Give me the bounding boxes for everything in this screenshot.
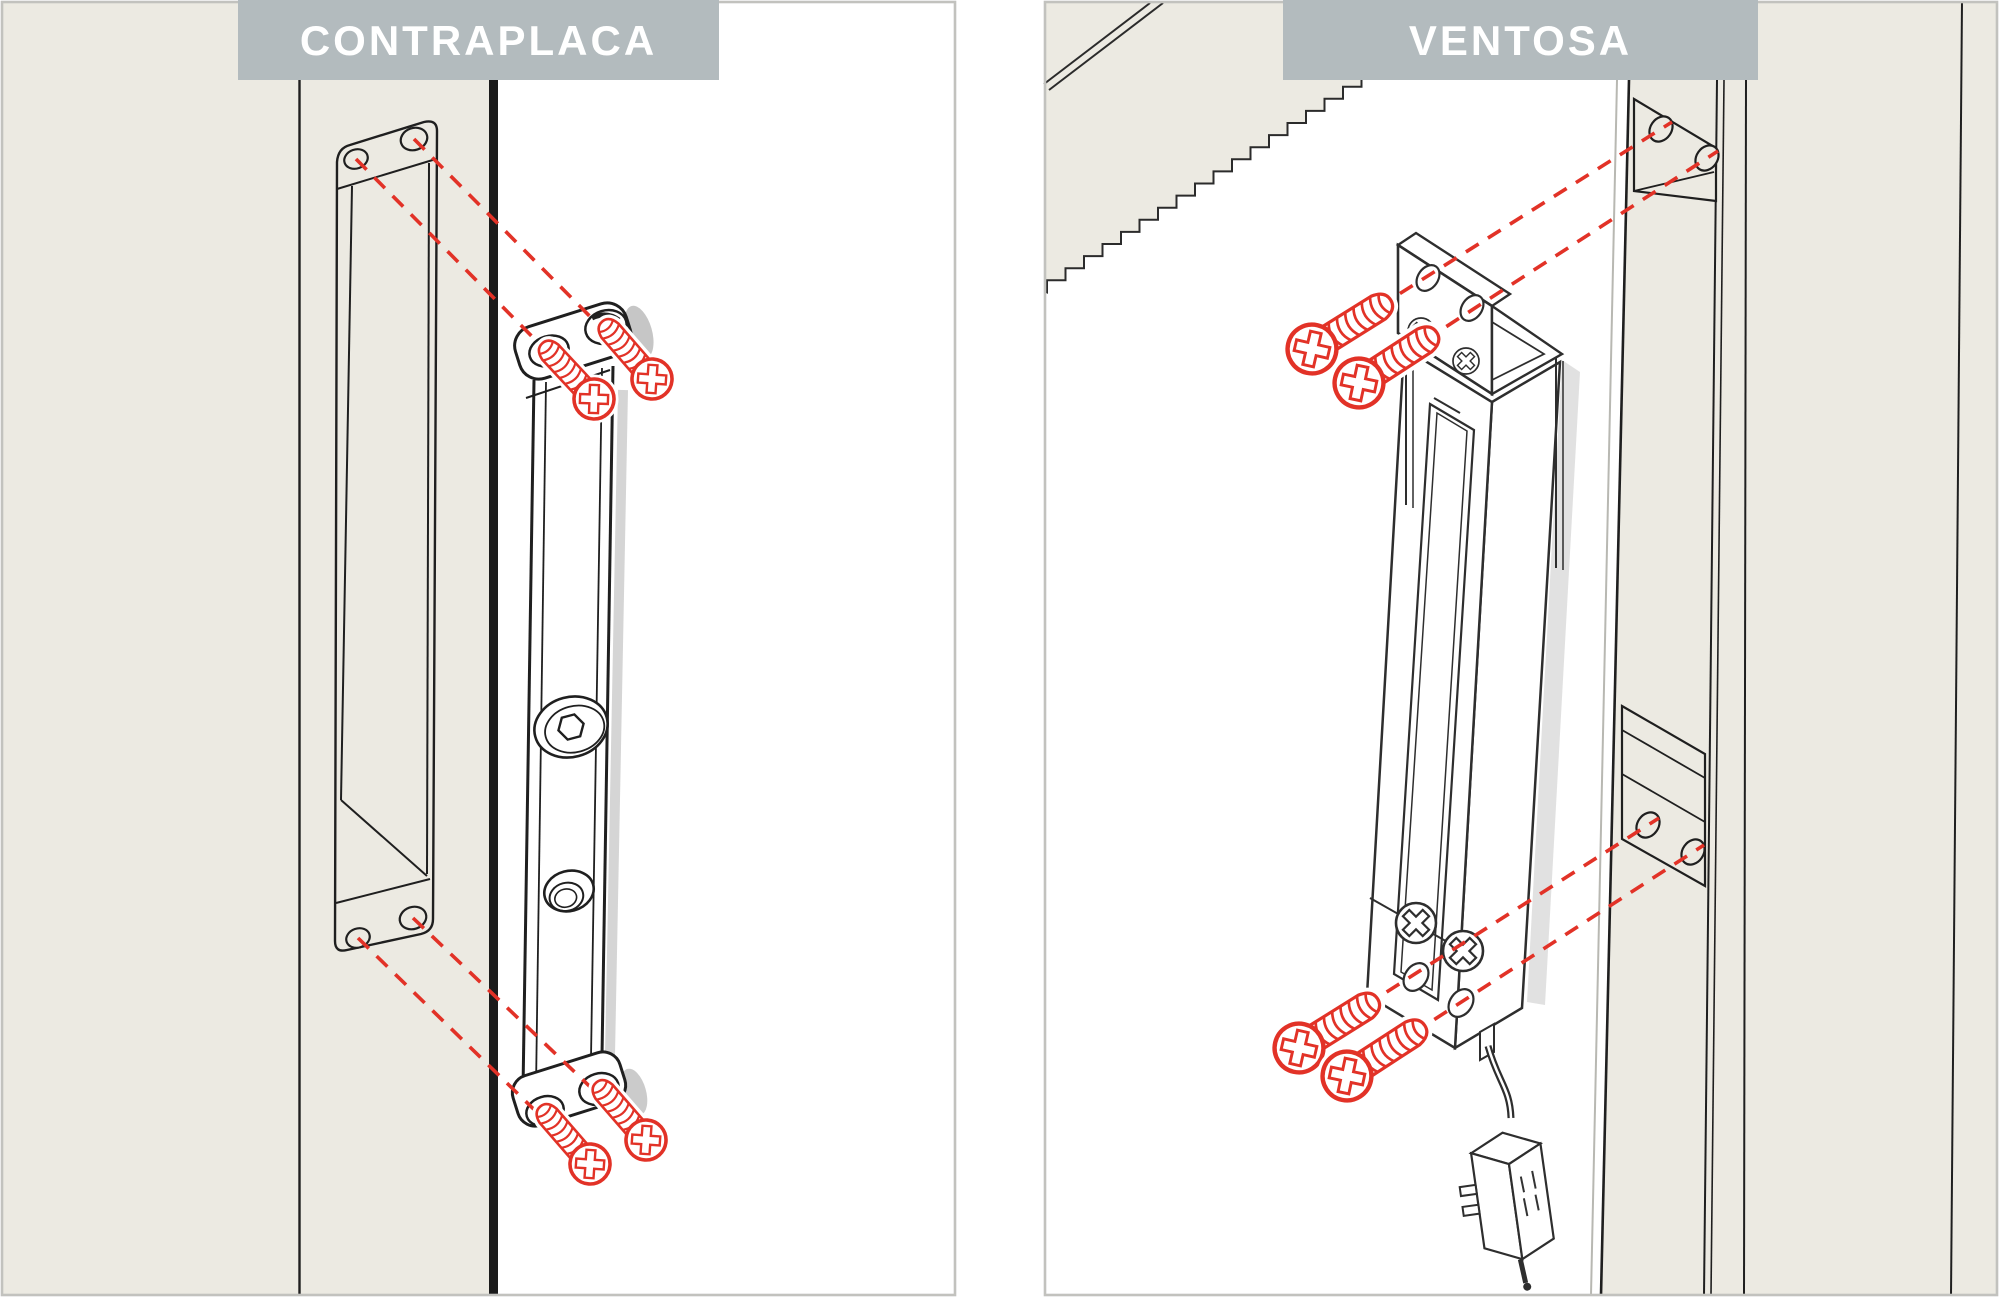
frame-reveal-line xyxy=(1710,79,1725,1296)
frame-recess-top xyxy=(1632,97,1720,203)
connector-pin xyxy=(1461,1203,1481,1218)
magnet-slot xyxy=(1392,402,1476,1002)
phillips-screwhead-icon xyxy=(1394,901,1438,945)
header-corner-line xyxy=(1048,2,1164,91)
panel-title-ventosa: VENTOSA xyxy=(1283,0,1758,80)
frame-edge-line xyxy=(1599,79,1631,1296)
slot-hook xyxy=(1433,397,1461,414)
alignment-guides-right xyxy=(1298,120,1719,1078)
maglock-shadow xyxy=(1527,360,1580,1005)
connector-pin xyxy=(1458,1183,1478,1198)
magnet-slot-inner xyxy=(1400,411,1468,992)
frame-recess xyxy=(333,120,439,952)
header-corner-line xyxy=(1043,2,1151,85)
maglock xyxy=(1365,231,1580,1291)
phillips-screwhead-icon xyxy=(1452,347,1480,375)
phillips-screwhead-icon xyxy=(1441,929,1485,973)
door-frame-right xyxy=(1600,2,1997,1295)
connector-module xyxy=(1458,1131,1555,1291)
door-edge xyxy=(489,79,498,1295)
plate-shadow xyxy=(605,389,628,1056)
recess-hole xyxy=(1648,115,1674,143)
header-surface xyxy=(1046,2,1491,293)
recess-hole xyxy=(1680,838,1706,866)
connector-microtext xyxy=(1519,1170,1540,1217)
power-cable-core xyxy=(1486,1045,1513,1119)
panel-contraplaca xyxy=(0,0,957,1297)
frame-edge-highlight xyxy=(1590,79,1618,1296)
hex-adjuster-boss xyxy=(533,695,609,759)
frame-face-line xyxy=(1950,1,1963,1296)
panel-ventosa xyxy=(1043,0,1999,1297)
panel-title-contraplaca: CONTRAPLACA xyxy=(238,0,719,80)
maglock-hole xyxy=(1402,962,1430,992)
connector-wire xyxy=(1517,1258,1529,1284)
frame-face-line xyxy=(1743,79,1747,1296)
recess-hole xyxy=(1635,811,1661,839)
counterbore-hole xyxy=(543,869,595,913)
recess-hole xyxy=(1694,144,1720,172)
connector-wire-tip xyxy=(1523,1282,1532,1291)
frame-recess-bottom xyxy=(1620,704,1707,888)
frame-reveal-line xyxy=(1703,79,1718,1296)
